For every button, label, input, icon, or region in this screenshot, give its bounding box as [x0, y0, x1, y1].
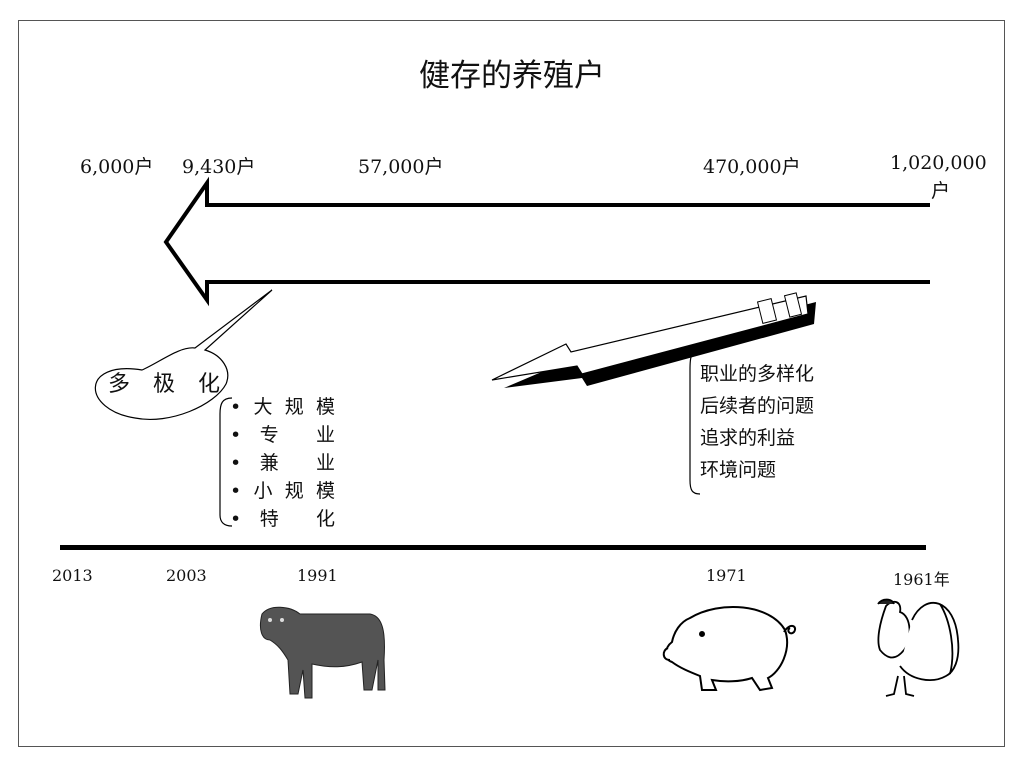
bullet: • — [230, 508, 242, 530]
rooster-image — [877, 598, 960, 697]
arrow-stripe — [783, 292, 803, 318]
bullet: • — [230, 452, 242, 474]
count-2013: 6,000户 — [80, 156, 154, 178]
year-2013: 2013 — [52, 566, 93, 585]
pig-image — [662, 606, 796, 692]
callout-bubble — [94, 289, 273, 420]
year-2003: 2003 — [166, 566, 207, 585]
year-1971: 1971 — [706, 566, 747, 585]
types-brace — [219, 397, 233, 527]
cow-image — [259, 606, 386, 699]
farm-type-item: •大规模 — [230, 393, 335, 421]
bullet: • — [230, 396, 242, 418]
diagram-title: 健存的养殖户 — [419, 58, 605, 94]
bullet: • — [230, 424, 242, 446]
count-1991: 57,000户 — [358, 156, 444, 178]
reason-list: 职业的多样化 后续者的问题 追求的利益 环境问题 — [700, 358, 814, 486]
farm-type-item: •兼业 — [230, 449, 335, 477]
bullet: • — [230, 480, 242, 502]
bubble-label: 多 极 化 — [108, 372, 228, 397]
reason-item: 追求的利益 — [700, 427, 796, 449]
reason-item: 环境问题 — [700, 459, 777, 481]
year-1961: 1961年 — [893, 570, 950, 589]
big-left-arrow — [163, 176, 930, 307]
farm-type-item: •专业 — [230, 421, 335, 449]
timeline-bar — [60, 545, 926, 550]
year-1991: 1991 — [297, 566, 338, 585]
reason-item: 后续者的问题 — [700, 395, 815, 417]
count-1961: 1,020,000 — [890, 152, 987, 174]
reason-item: 职业的多样化 — [700, 363, 815, 385]
farm-type-item: •小规模 — [230, 477, 335, 505]
arrow-stripe — [756, 298, 778, 324]
slide-frame — [18, 20, 1005, 747]
count-1961-unit: 户 — [931, 180, 951, 202]
reasons-brace — [689, 351, 701, 495]
farm-type-list: •大规模 •专业 •兼业 •小规模 •特化 — [230, 393, 335, 533]
farm-type-item: •特化 — [230, 505, 335, 533]
count-1971: 470,000户 — [703, 156, 801, 178]
count-2003: 9,430户 — [182, 156, 256, 178]
